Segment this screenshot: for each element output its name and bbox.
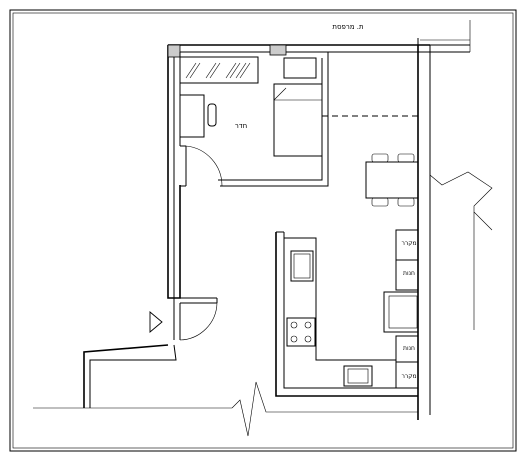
desk: [179, 94, 217, 138]
column-hatch-left: [167, 44, 181, 58]
room-door: [180, 145, 223, 187]
desk-chair: [207, 103, 217, 127]
entry-arrow-icon: [149, 311, 163, 333]
cabinet-label-pantry: חנות: [403, 270, 415, 277]
dining-table: [365, 153, 419, 207]
entry-corridor: [83, 298, 218, 408]
cabinet-label-low1: חנות: [403, 345, 415, 352]
kitchen-walls: [275, 231, 418, 397]
sink-icon: [290, 250, 314, 282]
bed: [273, 57, 323, 157]
chair-icon: [397, 197, 415, 207]
stovetop: [286, 317, 316, 347]
cabinet-label-low2: מקרר: [401, 373, 416, 380]
right-cabinets: [395, 229, 419, 389]
right-zigzag: [429, 171, 493, 330]
column-hatch-mid: [269, 44, 287, 56]
wardrobe: [179, 56, 259, 84]
cabinet-label-fridge: מקרר: [401, 240, 416, 247]
armchair: [383, 291, 419, 333]
chair-icon: [371, 197, 389, 207]
sink-icon: [343, 365, 373, 387]
bed-headboard: [283, 57, 317, 79]
room-label: חדר: [235, 122, 247, 130]
kitchen-counter: [284, 237, 397, 388]
sheet-border: [9, 9, 517, 452]
balcony-label: ת. מרפסת: [332, 23, 363, 31]
chair-icon: [371, 153, 389, 163]
chair-icon: [397, 153, 415, 163]
bottom-baseline: [33, 381, 418, 437]
